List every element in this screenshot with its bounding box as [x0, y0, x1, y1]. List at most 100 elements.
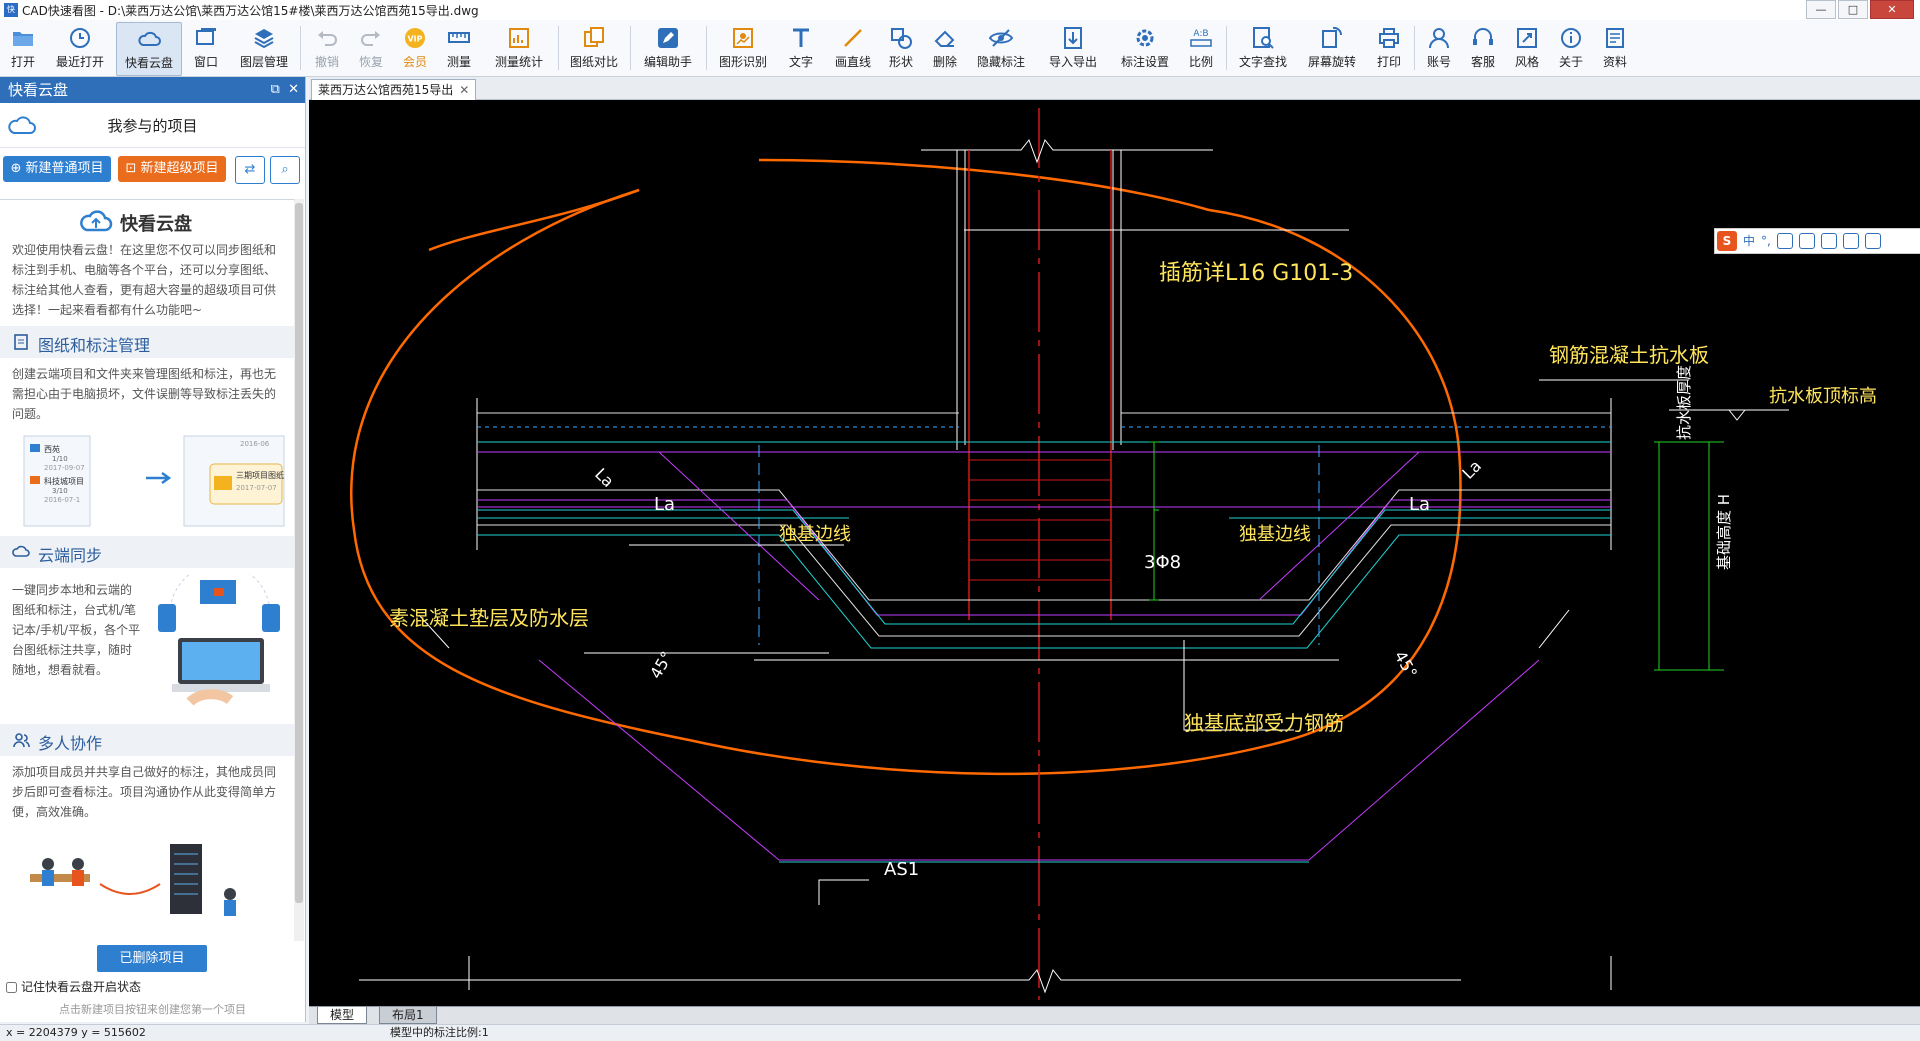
- project-buttons: ⊕ 新建普通项目 ⊡ 新建超级项目 ⇄ ⌕: [0, 148, 305, 188]
- annotation-scale: 模型中的标注比例:1: [390, 1026, 489, 1039]
- toolbar-shape-button[interactable]: 形状: [884, 22, 918, 74]
- scrollbar-thumb[interactable]: [295, 203, 303, 903]
- tab-model[interactable]: 模型: [317, 1007, 368, 1024]
- toolbar-undo-button[interactable]: 撤销: [310, 22, 344, 74]
- window-title: CAD快速看图 - D:\莱西万达公馆\莱西万达公馆15#楼\莱西万达公馆西苑1…: [22, 4, 479, 18]
- import-export-icon: [1064, 27, 1082, 49]
- toolbar-text-search-button[interactable]: 文字查找: [1234, 22, 1292, 74]
- tab-close-icon[interactable]: ✕: [459, 83, 470, 97]
- toolbar-line-button[interactable]: 画直线: [830, 22, 876, 74]
- svg-text:西苑: 西苑: [44, 444, 60, 454]
- toolbar-recent-button[interactable]: 最近打开: [52, 22, 108, 74]
- toolbar-label: 会员: [402, 55, 427, 69]
- column-ties: [969, 459, 1111, 581]
- toolbar-annotation-settings-button[interactable]: 标注设置: [1114, 22, 1176, 74]
- toolbar-window-button[interactable]: 窗口: [188, 22, 224, 74]
- toolbar-redo-button[interactable]: 恢复: [354, 22, 388, 74]
- tab-layout1[interactable]: 布局1: [379, 1007, 437, 1024]
- toolbar-import-export-button[interactable]: 导入导出: [1042, 22, 1104, 74]
- label-foundation-height: 基础高度 H: [1715, 494, 1733, 570]
- minimize-button[interactable]: —: [1806, 0, 1836, 19]
- toolbar-label: 撤销: [314, 55, 339, 69]
- panel-scrollbar[interactable]: [294, 199, 304, 941]
- sync-button[interactable]: ⇄: [235, 156, 265, 184]
- intro-text: 欢迎使用快看云盘！在这里您不仅可以同步图纸和标注到手机、电脑等各个平台，还可以分…: [12, 243, 277, 317]
- toolbar-about-button[interactable]: 关于: [1554, 22, 1588, 74]
- tab-document[interactable]: 莱西万达公馆西苑15导出✕: [311, 79, 477, 100]
- label-slab-thickness: 抗水板厚度: [1675, 365, 1693, 440]
- headset-icon: [1473, 28, 1493, 45]
- toolbar-style-button[interactable]: 风格: [1510, 22, 1544, 74]
- toolbar-hide-annotation-button[interactable]: 隐藏标注: [972, 22, 1030, 74]
- maximize-button[interactable]: □: [1838, 0, 1868, 19]
- cad-drawing[interactable]: 插筋详L16 G101-3 钢筋混凝土抗水板 抗水板顶标高 抗水板厚度 基础高度…: [309, 100, 1920, 1008]
- panel-close-icon[interactable]: ✕: [288, 82, 299, 97]
- cloud-icon: [138, 31, 161, 46]
- drawing-canvas[interactable]: 插筋详L16 G101-3 钢筋混凝土抗水板 抗水板顶标高 抗水板厚度 基础高度…: [309, 100, 1920, 1008]
- ime-mic-icon[interactable]: [1798, 233, 1815, 249]
- toolbar-print-button[interactable]: 打印: [1372, 22, 1406, 74]
- ime-settings-icon[interactable]: [1864, 233, 1881, 249]
- toolbar-separator: [706, 26, 707, 70]
- ime-toolbar[interactable]: S 中 °,: [1714, 228, 1920, 254]
- ime-mode[interactable]: 中: [1743, 234, 1756, 248]
- toolbar-account-button[interactable]: 账号: [1422, 22, 1456, 74]
- panel-restore-icon[interactable]: ⧉: [270, 82, 280, 97]
- ime-punct[interactable]: °,: [1761, 234, 1771, 248]
- toolbar-text-button[interactable]: 文字: [784, 22, 818, 74]
- toolbar-label: 最近打开: [55, 55, 104, 69]
- deleted-projects-button[interactable]: 已删除项目: [97, 945, 207, 972]
- toolbar-layers-button[interactable]: 图层管理: [236, 22, 292, 74]
- cloud-intro: 快看云盘 欢迎使用快看云盘！在这里您不仅可以同步图纸和标注到手机、电脑等各个平台…: [0, 199, 294, 942]
- shape-recognize-icon: [733, 28, 753, 48]
- toolbar-cloud-button[interactable]: 快看云盘: [116, 22, 182, 76]
- toolbar-shape-recognize-button[interactable]: 图形识别: [714, 22, 772, 74]
- toolbar-label: 图纸对比: [569, 55, 618, 69]
- search-button[interactable]: ⌕: [270, 156, 300, 184]
- text-search-icon: [1253, 27, 1274, 49]
- toolbar-rotate-button[interactable]: 屏幕旋转: [1302, 22, 1362, 74]
- team-icon: [13, 733, 30, 748]
- toolbar-edit-assistant-button[interactable]: 编辑助手: [638, 22, 698, 74]
- toolbar-compare-button[interactable]: 图纸对比: [566, 22, 622, 74]
- remember-state-checkbox[interactable]: 记住快看云盘开启状态: [6, 978, 141, 995]
- remember-checkbox-input[interactable]: [6, 982, 17, 993]
- ime-keyboard-icon[interactable]: [1820, 233, 1837, 249]
- main-toolbar: 打开 最近打开 快看云盘 窗口 图层管理 撤销 恢复 VIP 会员 测量 测量统…: [0, 20, 1920, 77]
- close-button[interactable]: ✕: [1870, 0, 1914, 19]
- toolbar-materials-button[interactable]: 资料: [1598, 22, 1632, 74]
- measure-icon: [448, 32, 470, 43]
- ime-emoji-icon[interactable]: [1776, 233, 1793, 249]
- break-line-top: [921, 138, 1213, 164]
- angle-leaders: [418, 609, 1570, 649]
- toolbar-open-button[interactable]: 打开: [6, 22, 40, 74]
- svg-text:1/10: 1/10: [52, 455, 68, 463]
- label-edge-right: 独基边线: [1239, 524, 1311, 545]
- toolbar-label: 图形识别: [718, 55, 767, 69]
- new-normal-project-button[interactable]: ⊕ 新建普通项目: [3, 156, 111, 182]
- toolbar-measure-button[interactable]: 测量: [442, 22, 476, 74]
- toolbar-delete-button[interactable]: 删除: [928, 22, 962, 74]
- window-icon: [196, 28, 216, 45]
- label-slab: 钢筋混凝土抗水板: [1549, 343, 1709, 367]
- annotation-settings-icon: [1136, 29, 1154, 47]
- toolbar-label: 关于: [1558, 55, 1583, 69]
- toolbar-measure-stats-button[interactable]: 测量统计: [488, 22, 550, 74]
- dimension-height: [1654, 441, 1724, 671]
- section-title: 云端同步: [38, 546, 103, 565]
- toolbar-scale-button[interactable]: A:B 比例: [1184, 22, 1218, 74]
- sync-icon: ⇄: [244, 162, 256, 177]
- toolbar-service-button[interactable]: 客服: [1466, 22, 1500, 74]
- toolbar-vip-button[interactable]: VIP 会员: [398, 22, 432, 74]
- section-text: 添加项目成员并共享自己做好的标注，其他成员同步后即可查看标注。项目沟通协作从此变…: [12, 765, 277, 819]
- label-bottom-bar: 独基底部受力钢筋: [1184, 711, 1344, 735]
- ime-skin-icon[interactable]: [1842, 233, 1859, 249]
- label-as1: AS1: [884, 859, 919, 880]
- my-projects-row[interactable]: 我参与的项目: [0, 103, 305, 148]
- footing-cyan-1: [477, 509, 1611, 625]
- toolbar-label: 快看云盘: [124, 56, 173, 70]
- panel-hint: 点击新建项目按钮来创建您第一个项目: [59, 1003, 246, 1016]
- new-super-project-button[interactable]: ⊡ 新建超级项目: [118, 156, 226, 182]
- diagonal-rebars: [658, 451, 1420, 601]
- toolbar-label: 窗口: [193, 55, 218, 69]
